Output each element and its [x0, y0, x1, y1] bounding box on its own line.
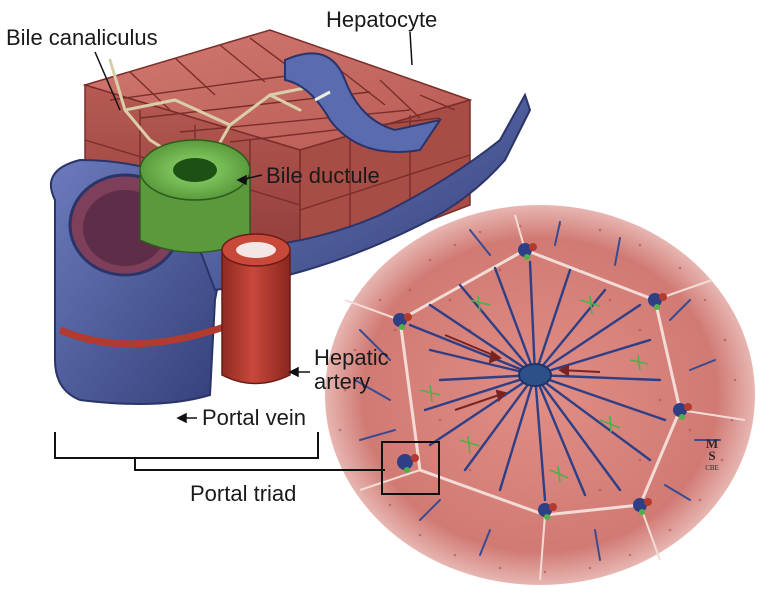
portal-triad-bracket — [54, 432, 385, 471]
illustrator-signature: M S CBE — [700, 436, 724, 474]
peripheral-sinusoids — [354, 221, 721, 561]
hepatic-artery — [221, 233, 291, 385]
bile-ductule — [139, 139, 251, 254]
flow-arrows — [444, 334, 601, 411]
hepatocyte-block-side — [299, 98, 471, 272]
label-portal-vein: Portal vein — [202, 405, 306, 430]
lobule-portal-triads — [393, 243, 692, 520]
signature-line3: CBE — [705, 464, 719, 472]
portal-triad-highlight-box — [381, 441, 440, 495]
label-hepatic-artery-line2: artery — [314, 369, 371, 394]
hepatic-artery-branch — [58, 321, 232, 348]
sinusoids — [408, 260, 667, 502]
leader-hepatocyte — [409, 31, 413, 66]
hepatic-lobule — [325, 205, 755, 585]
label-bile-ductule: Bile ductule — [266, 163, 380, 188]
label-portal-triad: Portal triad — [190, 481, 297, 506]
portal-vein-rear — [284, 52, 443, 153]
label-bile-canaliculus: Bile canaliculus — [6, 25, 158, 50]
leader-bile-canaliculus — [94, 51, 121, 111]
leader-lines — [94, 31, 413, 424]
lobule-border — [398, 248, 682, 517]
central-vein — [518, 363, 552, 387]
label-hepatic-artery-line1: Hepatic — [314, 345, 389, 370]
label-hepatocyte: Hepatocyte — [326, 7, 438, 32]
liver-tissue-block — [50, 29, 532, 405]
bile-canaliculi — [419, 295, 649, 483]
signature-line1: M — [705, 436, 719, 451]
signature-line2: S — [708, 448, 716, 463]
